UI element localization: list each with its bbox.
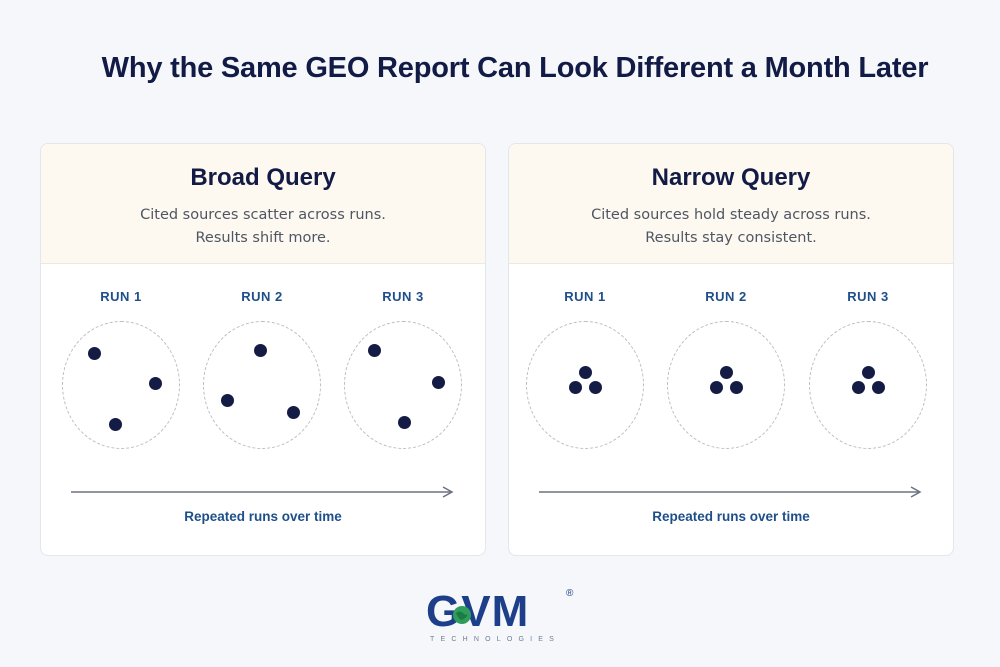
- source-dot: [589, 381, 602, 394]
- source-dot: [872, 381, 885, 394]
- run-ellipse: [526, 321, 644, 449]
- run-label: RUN 2: [705, 289, 747, 304]
- source-dot: [720, 366, 733, 379]
- source-dot: [109, 418, 122, 431]
- run-ellipse: [809, 321, 927, 449]
- panel-description: Cited sources hold steady across runs. R…: [509, 204, 953, 250]
- source-dot: [432, 376, 445, 389]
- run-ellipse: [203, 321, 321, 449]
- run-label: RUN 3: [847, 289, 889, 304]
- run-ellipse: [344, 321, 462, 449]
- run-label: RUN 1: [100, 289, 142, 304]
- panel-desc-line: Cited sources scatter across runs.: [140, 207, 386, 223]
- run-1: RUN 1: [525, 289, 645, 449]
- source-dot: [710, 381, 723, 394]
- source-dot: [88, 347, 101, 360]
- source-dot: [287, 406, 300, 419]
- run-2: RUN 2: [666, 289, 786, 449]
- panel-title: Narrow Query: [651, 164, 811, 191]
- source-dot: [730, 381, 743, 394]
- globe-icon: [453, 606, 471, 624]
- panel-title: Broad Query: [190, 164, 336, 191]
- registered-mark: ®: [566, 588, 574, 599]
- panel-desc-line: Cited sources hold steady across runs.: [591, 207, 871, 223]
- run-3: RUN 3: [343, 289, 463, 449]
- time-arrow: [539, 486, 922, 498]
- run-ellipse: [62, 321, 180, 449]
- source-dot: [149, 377, 162, 390]
- run-2: RUN 2: [202, 289, 322, 449]
- panel-desc-line: Results shift more.: [195, 230, 331, 246]
- source-dot: [862, 366, 875, 379]
- source-dot: [579, 366, 592, 379]
- logo-subtitle: TECHNOLOGIES: [430, 636, 561, 643]
- broad-query-panel: Broad Query Cited sources scatter across…: [40, 143, 486, 556]
- source-dot: [221, 394, 234, 407]
- panel-header: Broad Query Cited sources scatter across…: [41, 144, 485, 264]
- runs-row: RUN 1 RUN 2 RUN 3: [41, 289, 485, 469]
- panel-description: Cited sources scatter across runs. Resul…: [41, 204, 485, 250]
- source-dot: [254, 344, 267, 357]
- run-label: RUN 3: [382, 289, 424, 304]
- page-title: Why the Same GEO Report Can Look Differe…: [101, 52, 929, 84]
- logo-wordmark: GVM: [426, 587, 530, 636]
- narrow-query-panel: Narrow Query Cited sources hold steady a…: [508, 143, 954, 556]
- panel-header: Narrow Query Cited sources hold steady a…: [509, 144, 953, 264]
- run-3: RUN 3: [808, 289, 928, 449]
- time-arrow: [71, 486, 454, 498]
- run-ellipse: [667, 321, 785, 449]
- source-dot: [398, 416, 411, 429]
- source-dot: [368, 344, 381, 357]
- time-label: Repeated runs over time: [184, 509, 342, 524]
- time-label: Repeated runs over time: [652, 509, 810, 524]
- source-dot: [569, 381, 582, 394]
- run-label: RUN 2: [241, 289, 283, 304]
- company-logo: GVM ® TECHNOLOGIES: [420, 588, 580, 650]
- runs-row: RUN 1 RUN 2 RUN 3: [509, 289, 953, 469]
- panel-desc-line: Results stay consistent.: [645, 230, 817, 246]
- run-1: RUN 1: [61, 289, 181, 449]
- source-dot: [852, 381, 865, 394]
- run-label: RUN 1: [564, 289, 606, 304]
